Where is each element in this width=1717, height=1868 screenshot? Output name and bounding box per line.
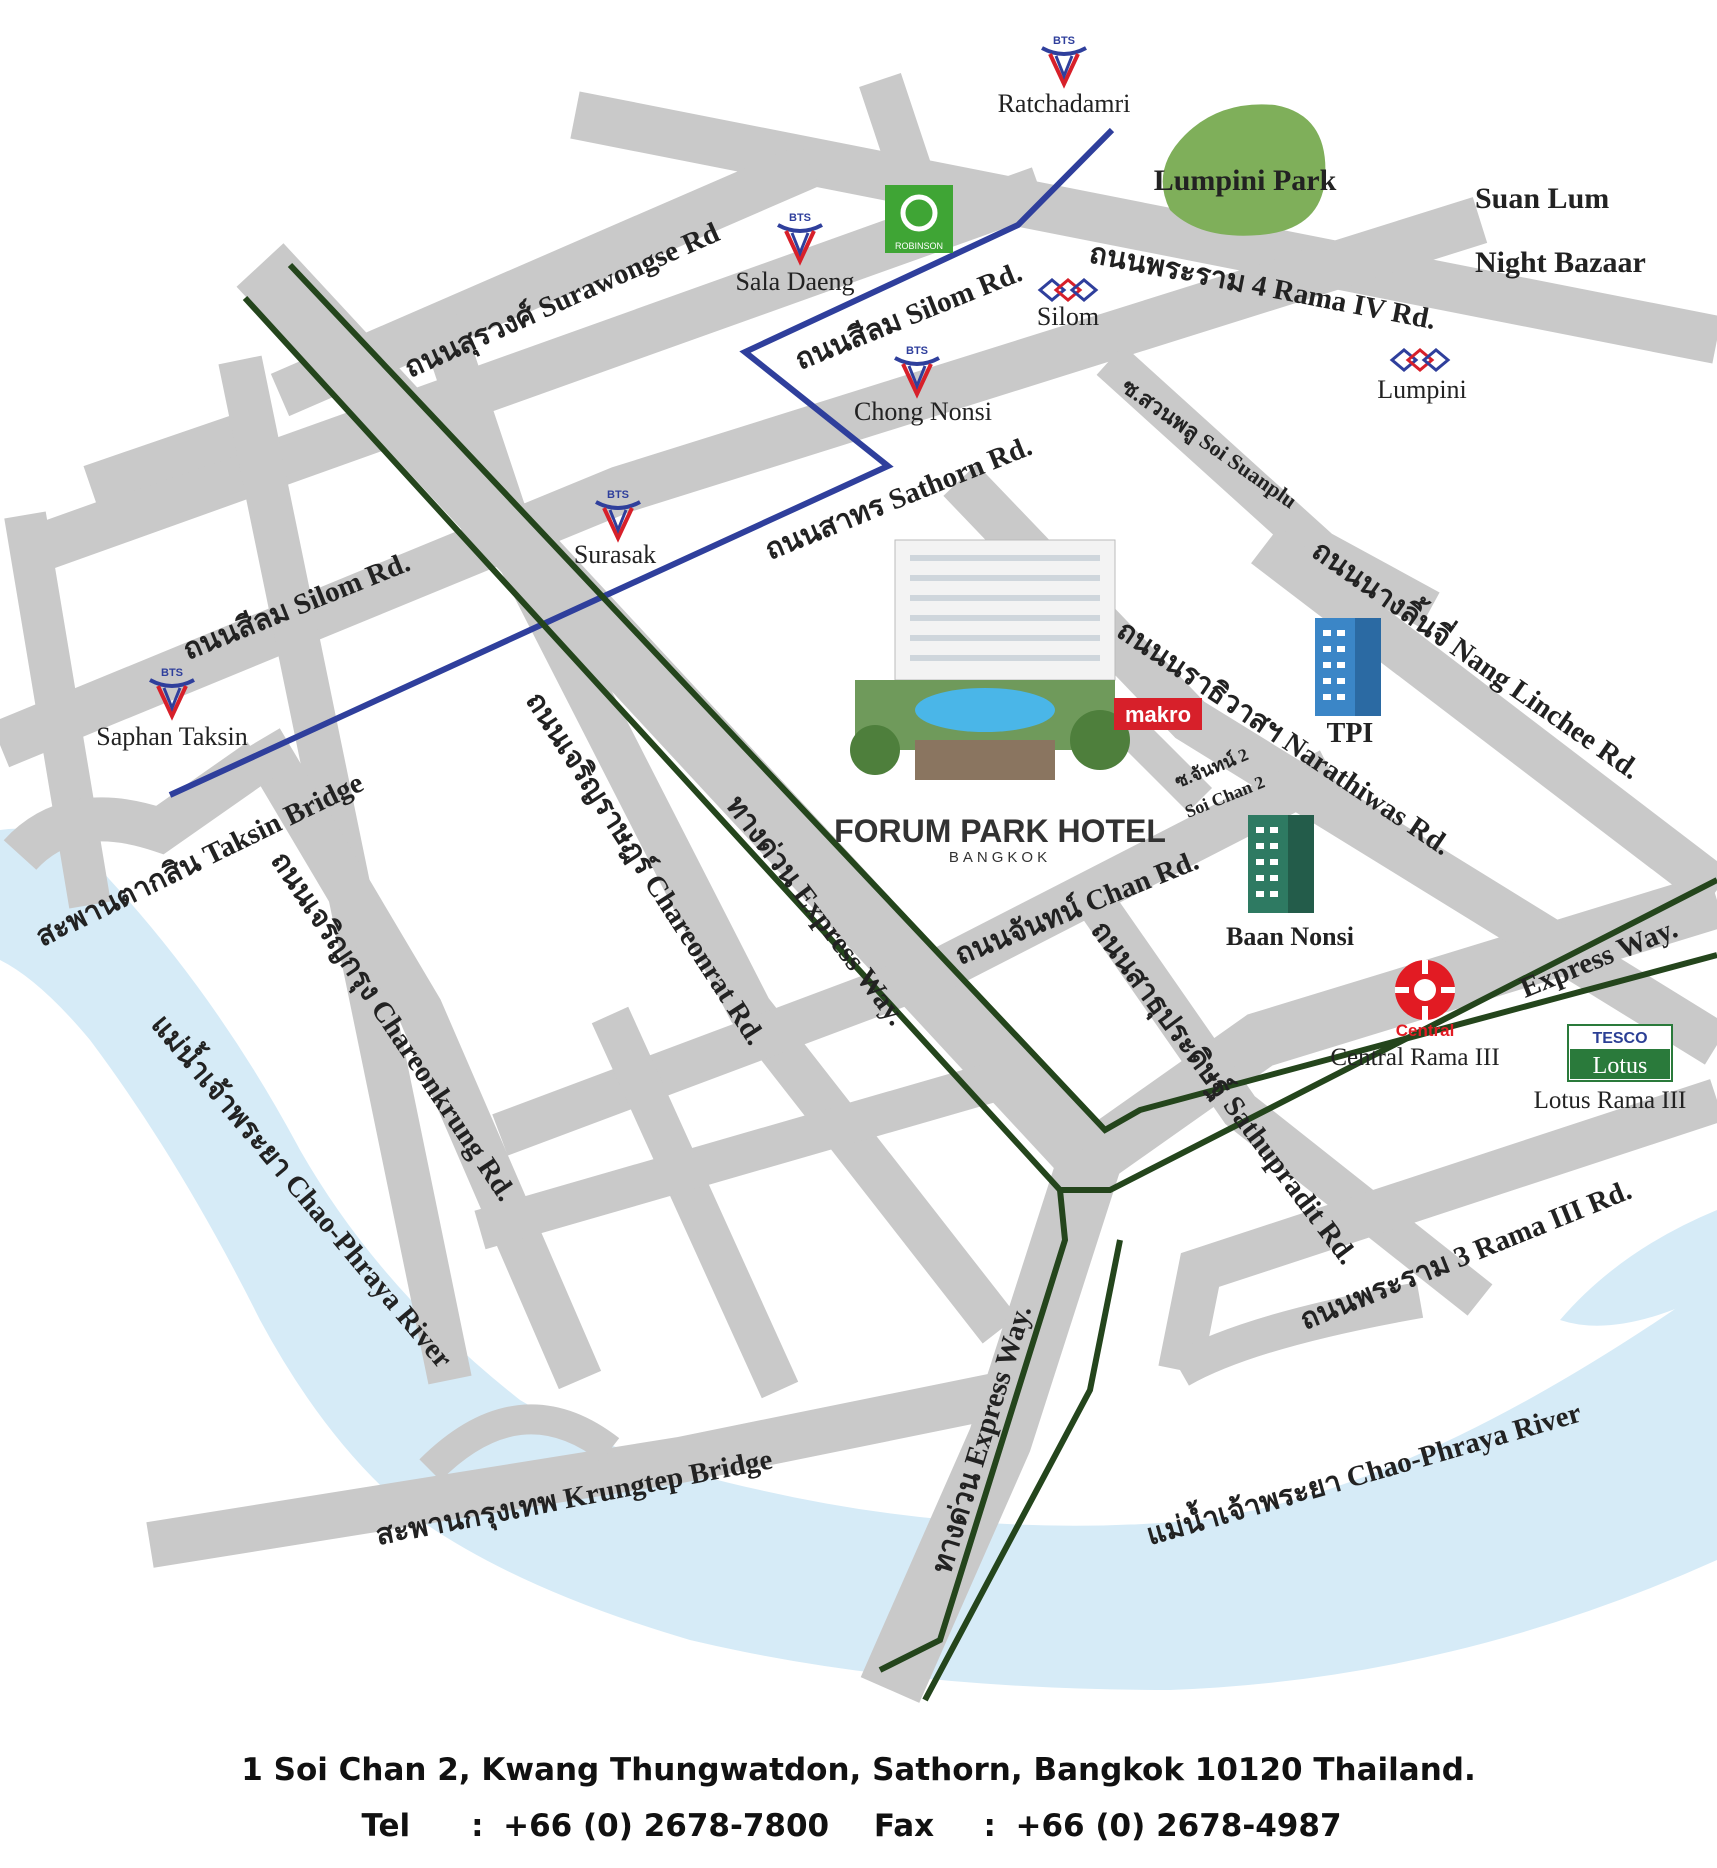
expressway-lines bbox=[242, 262, 1717, 1702]
tel-label: Tel bbox=[361, 1808, 411, 1844]
lotus-rama3-label: Lotus Rama III bbox=[1534, 1087, 1687, 1114]
road-taksin-bridge bbox=[3, 741, 273, 871]
lumpini-park-area bbox=[1162, 104, 1326, 236]
contact-line: Tel : +66 (0) 2678-7800 Fax : +66 (0) 26… bbox=[0, 1808, 1717, 1844]
hotel-building-picture bbox=[850, 539, 1130, 780]
bts-sala-daeng-icon: BTS bbox=[777, 212, 823, 266]
svg-text:Central: Central bbox=[1396, 1021, 1455, 1040]
mrt-silom-icon bbox=[1037, 278, 1099, 302]
road-nang-linchee bbox=[1251, 526, 1717, 909]
chao-phraya-river bbox=[0, 828, 1717, 1690]
station-saphan-taksin-label: Saphan Taksin bbox=[96, 722, 248, 751]
svg-text:BTS: BTS bbox=[906, 345, 928, 357]
lumpini-park-label: Lumpini Park bbox=[1154, 164, 1337, 197]
tesco-lotus-logo: TESCO Lotus bbox=[1567, 1024, 1673, 1082]
central-logo: Central bbox=[1395, 960, 1455, 1040]
suan-lum-label-2: Night Bazaar bbox=[1475, 246, 1646, 279]
fax-label: Fax bbox=[873, 1808, 935, 1844]
station-surasak-label: Surasak bbox=[574, 540, 656, 569]
label-soi-suanplu: ซ.สวนพลู Soi Suanplu bbox=[1116, 374, 1302, 515]
svg-text:makro: makro bbox=[1125, 702, 1191, 727]
station-lumpini-label: Lumpini bbox=[1377, 375, 1467, 404]
svg-text:ROBINSON: ROBINSON bbox=[895, 241, 943, 251]
bts-ratchadamri-icon: BTS bbox=[1041, 35, 1087, 89]
road-krungtep-bridge bbox=[146, 1372, 1005, 1568]
mrt-lumpini-icon bbox=[1389, 348, 1451, 372]
central-rama3-label: Central Rama III bbox=[1330, 1044, 1499, 1071]
bts-line bbox=[168, 127, 1115, 798]
hotel-city: BANGKOK bbox=[949, 849, 1051, 866]
hotel-address: 1 Soi Chan 2, Kwang Thungwatdon, Sathorn… bbox=[241, 1752, 1476, 1788]
fax-value: +66 (0) 2678-4987 bbox=[1015, 1808, 1342, 1844]
fax-separator: : bbox=[983, 1808, 996, 1844]
svg-text:TESCO: TESCO bbox=[1592, 1030, 1647, 1047]
tpi-building-icon bbox=[1315, 618, 1381, 716]
bts-stations: BTS Ratchadamri BTS Sala Daeng BTS Chong… bbox=[96, 35, 1130, 751]
station-ratchadamri-label: Ratchadamri bbox=[998, 89, 1131, 118]
station-silom-label: Silom bbox=[1037, 302, 1099, 331]
road-sathorn bbox=[0, 197, 1488, 768]
svg-text:BTS: BTS bbox=[789, 212, 811, 224]
places: Lumpini Park Suan Lum Night Bazaar ROBIN… bbox=[834, 164, 1686, 1114]
road-rama4 bbox=[570, 91, 1717, 364]
baan-nonsi-building-icon bbox=[1248, 815, 1314, 913]
suan-lum-label-1: Suan Lum bbox=[1475, 182, 1609, 215]
road-silom bbox=[11, 167, 1049, 578]
bts-surasak-icon: BTS bbox=[595, 489, 641, 543]
tpi-label: TPI bbox=[1327, 718, 1374, 749]
hotel-name: FORUM PARK HOTEL bbox=[834, 813, 1166, 849]
bts-saphan-taksin-icon: BTS bbox=[149, 667, 195, 721]
baan-nonsi-label: Baan Nonsi bbox=[1226, 922, 1354, 951]
tel-separator: : bbox=[471, 1808, 484, 1844]
svg-text:BTS: BTS bbox=[161, 667, 183, 679]
label-sathupradit: ถนนสาธุประดิษฐ์ Sathupradit Rd. bbox=[1083, 914, 1365, 1272]
road-sathupradit bbox=[1063, 868, 1493, 1316]
svg-text:BTS: BTS bbox=[1053, 35, 1075, 47]
bts-chong-nonsi-icon: BTS bbox=[894, 345, 940, 399]
robinson-logo: ROBINSON bbox=[885, 185, 953, 253]
svg-text:Lotus: Lotus bbox=[1593, 1053, 1648, 1079]
station-sala-daeng-label: Sala Daeng bbox=[735, 267, 854, 296]
makro-logo: makro bbox=[1114, 698, 1202, 730]
tel-value: +66 (0) 2678-7800 bbox=[503, 1808, 830, 1844]
svg-text:BTS: BTS bbox=[607, 489, 629, 501]
road-rama3 bbox=[1158, 1079, 1717, 1375]
road-chareonkrung bbox=[240, 728, 602, 1390]
mrt-stations: Silom Lumpini bbox=[1037, 278, 1467, 404]
station-chong-nonsi-label: Chong Nonsi bbox=[854, 397, 992, 426]
